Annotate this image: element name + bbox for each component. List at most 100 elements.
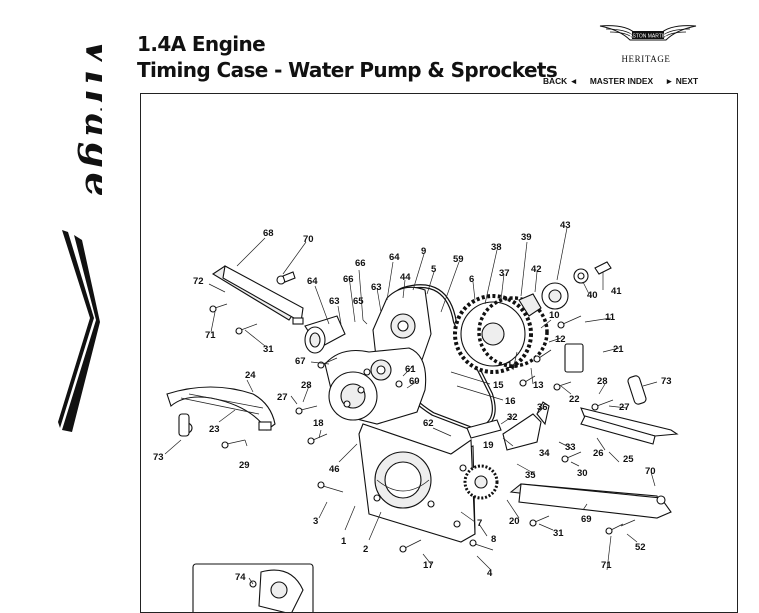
belt-cover-upper-left bbox=[211, 265, 304, 325]
callout-27b: 27 bbox=[277, 392, 288, 403]
callout-52: 52 bbox=[635, 542, 646, 553]
page-title: 1.4A Engine bbox=[137, 32, 266, 56]
emblem-text: ASTON MARTIN bbox=[629, 34, 667, 40]
camshaft-sprocket bbox=[453, 294, 549, 374]
callout-70: 70 bbox=[303, 234, 314, 245]
callout-26: 26 bbox=[593, 448, 604, 459]
callout-9: 9 bbox=[421, 246, 426, 257]
callout-29: 29 bbox=[239, 460, 250, 471]
callout-43: 43 bbox=[560, 220, 571, 231]
title-block: 1.4A Engine Timing Case - Water Pump & S… bbox=[137, 31, 558, 83]
lower-inset-part bbox=[192, 563, 314, 612]
callout-5: 5 bbox=[431, 264, 437, 275]
callout-60: 60 bbox=[409, 376, 420, 387]
callout-63: 63 bbox=[329, 296, 340, 307]
diagram-frame: 68 70 72 71 31 64 66 66 65 63 64 63 44 9… bbox=[140, 93, 738, 613]
callout-73b: 73 bbox=[153, 452, 164, 463]
water-pump-assembly bbox=[324, 347, 427, 425]
callout-39: 39 bbox=[521, 232, 532, 243]
callout-32: 32 bbox=[507, 412, 518, 423]
callout-64b: 64 bbox=[389, 252, 400, 263]
callout-15: 15 bbox=[493, 380, 504, 391]
belt-guide-right bbox=[580, 407, 679, 445]
callout-71: 71 bbox=[205, 330, 216, 341]
callout-66b: 66 bbox=[355, 258, 366, 269]
callout-70b: 70 bbox=[645, 466, 656, 477]
cam-shaft-stub bbox=[518, 261, 612, 317]
page-subtitle: Timing Case - Water Pump & Sprockets bbox=[137, 58, 558, 82]
crank-sprocket bbox=[463, 464, 499, 500]
callout-14: 14 bbox=[507, 360, 518, 371]
master-index-link[interactable]: MASTER INDEX bbox=[589, 76, 654, 86]
callout-24: 24 bbox=[245, 370, 256, 381]
callout-41: 41 bbox=[611, 286, 622, 297]
callout-69: 69 bbox=[581, 514, 592, 525]
callout-30: 30 bbox=[577, 468, 588, 479]
thermostat-housing bbox=[304, 315, 346, 354]
aston-martin-emblem: ASTON MARTIN bbox=[599, 25, 697, 41]
callout-63b: 63 bbox=[371, 282, 382, 293]
callout-22: 22 bbox=[569, 394, 580, 405]
virage-logo-swoosh bbox=[62, 235, 100, 432]
callout-64: 64 bbox=[307, 276, 318, 287]
next-link[interactable]: ► NEXT bbox=[665, 76, 699, 86]
callout-42: 42 bbox=[531, 264, 542, 275]
callout-1: 1 bbox=[341, 536, 347, 547]
belt-cover-lower-right bbox=[509, 483, 672, 519]
callout-66: 66 bbox=[343, 274, 354, 285]
callout-62: 62 bbox=[423, 418, 434, 429]
callout-8: 8 bbox=[491, 534, 496, 545]
callout-4: 4 bbox=[487, 568, 493, 579]
fasteners bbox=[209, 303, 636, 553]
callout-20: 20 bbox=[509, 516, 520, 527]
callout-13: 13 bbox=[533, 380, 544, 391]
callout-44: 44 bbox=[400, 272, 411, 283]
callout-labels: 68 70 72 71 31 64 66 66 65 63 64 63 44 9… bbox=[153, 220, 672, 583]
callout-65: 65 bbox=[353, 296, 364, 307]
callout-40: 40 bbox=[587, 290, 598, 301]
back-link[interactable]: BACK ◄ bbox=[543, 76, 578, 86]
callout-6: 6 bbox=[469, 274, 474, 285]
callout-21: 21 bbox=[613, 344, 624, 355]
callout-46: 46 bbox=[329, 464, 340, 475]
callout-16: 16 bbox=[505, 396, 516, 407]
callout-11: 11 bbox=[605, 312, 616, 323]
callout-68: 68 bbox=[263, 228, 274, 239]
callout-31b: 31 bbox=[553, 528, 564, 539]
callout-59: 59 bbox=[453, 254, 464, 265]
callout-31: 31 bbox=[263, 344, 274, 355]
callout-67: 67 bbox=[295, 356, 306, 367]
callout-35: 35 bbox=[525, 470, 536, 481]
callout-2: 2 bbox=[363, 544, 368, 555]
callout-18: 18 bbox=[313, 418, 324, 429]
callout-23: 23 bbox=[209, 424, 220, 435]
callout-33: 33 bbox=[565, 442, 576, 453]
exploded-parts-diagram: 68 70 72 71 31 64 66 66 65 63 64 63 44 9… bbox=[153, 220, 679, 612]
callout-27: 27 bbox=[619, 402, 630, 413]
callout-19: 19 bbox=[483, 440, 494, 451]
callout-61: 61 bbox=[405, 364, 416, 375]
navigation-bar: BACK ◄ MASTER INDEX ► NEXT bbox=[543, 76, 698, 86]
callout-12: 12 bbox=[555, 334, 566, 345]
belt-guide-left bbox=[166, 386, 276, 437]
leader-lines bbox=[164, 227, 658, 585]
callout-36: 36 bbox=[537, 402, 548, 413]
timing-case-casting bbox=[358, 423, 476, 543]
callout-34: 34 bbox=[539, 448, 550, 459]
callout-3: 3 bbox=[313, 516, 318, 527]
callout-28: 28 bbox=[597, 376, 608, 387]
callout-7: 7 bbox=[477, 518, 482, 529]
callout-72: 72 bbox=[193, 276, 204, 287]
callout-71b: 71 bbox=[601, 560, 612, 571]
callout-17: 17 bbox=[423, 560, 434, 571]
callout-37: 37 bbox=[499, 268, 510, 279]
virage-logo-text: Virage bbox=[77, 38, 102, 201]
tensioner-bracket bbox=[502, 401, 550, 451]
tensioner-spring bbox=[564, 343, 647, 405]
callout-25: 25 bbox=[623, 454, 634, 465]
callout-74: 74 bbox=[235, 572, 246, 583]
callout-38: 38 bbox=[491, 242, 502, 253]
callout-28b: 28 bbox=[301, 380, 312, 391]
tensioner-pulley bbox=[466, 419, 502, 439]
callout-10: 10 bbox=[549, 310, 560, 321]
